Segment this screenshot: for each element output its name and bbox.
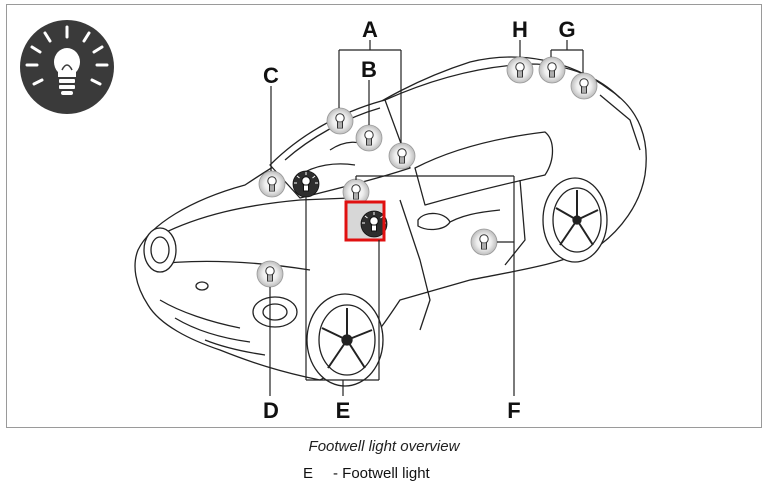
legend-key: E: [303, 465, 314, 482]
legend-row: E - Footwell light: [303, 465, 430, 482]
bulb-f: [470, 228, 498, 256]
bulb-c-dark: [292, 170, 320, 198]
legend-text: - Footwell light: [333, 465, 430, 482]
callout-labels: A B C H G D E F: [263, 17, 576, 423]
light-bulb-icon: [20, 20, 114, 114]
bulb-a-left: [326, 107, 354, 135]
callout-a: A: [362, 17, 378, 42]
footwell-light-highlight: [344, 200, 386, 242]
figure-caption: Footwell light overview: [308, 438, 460, 455]
bulb-positions: [256, 56, 598, 288]
callout-d: D: [263, 398, 279, 423]
bulb-c: [258, 170, 286, 198]
bulb-g-left: [538, 56, 566, 84]
callout-g: G: [558, 17, 575, 42]
bulb-d: [256, 260, 284, 288]
callout-c: C: [263, 63, 279, 88]
leader-lines: [269, 40, 584, 396]
car-illustration: [134, 56, 647, 387]
callout-b: B: [361, 57, 377, 82]
callout-h: H: [512, 17, 528, 42]
bulb-h: [506, 56, 534, 84]
bulb-b: [355, 124, 383, 152]
bulb-g-right: [570, 72, 598, 100]
bulb-a-right: [388, 142, 416, 170]
callout-e: E: [336, 398, 351, 423]
car-lighting-diagram: A B C H G D E F: [20, 17, 647, 423]
callout-f: F: [507, 398, 520, 423]
